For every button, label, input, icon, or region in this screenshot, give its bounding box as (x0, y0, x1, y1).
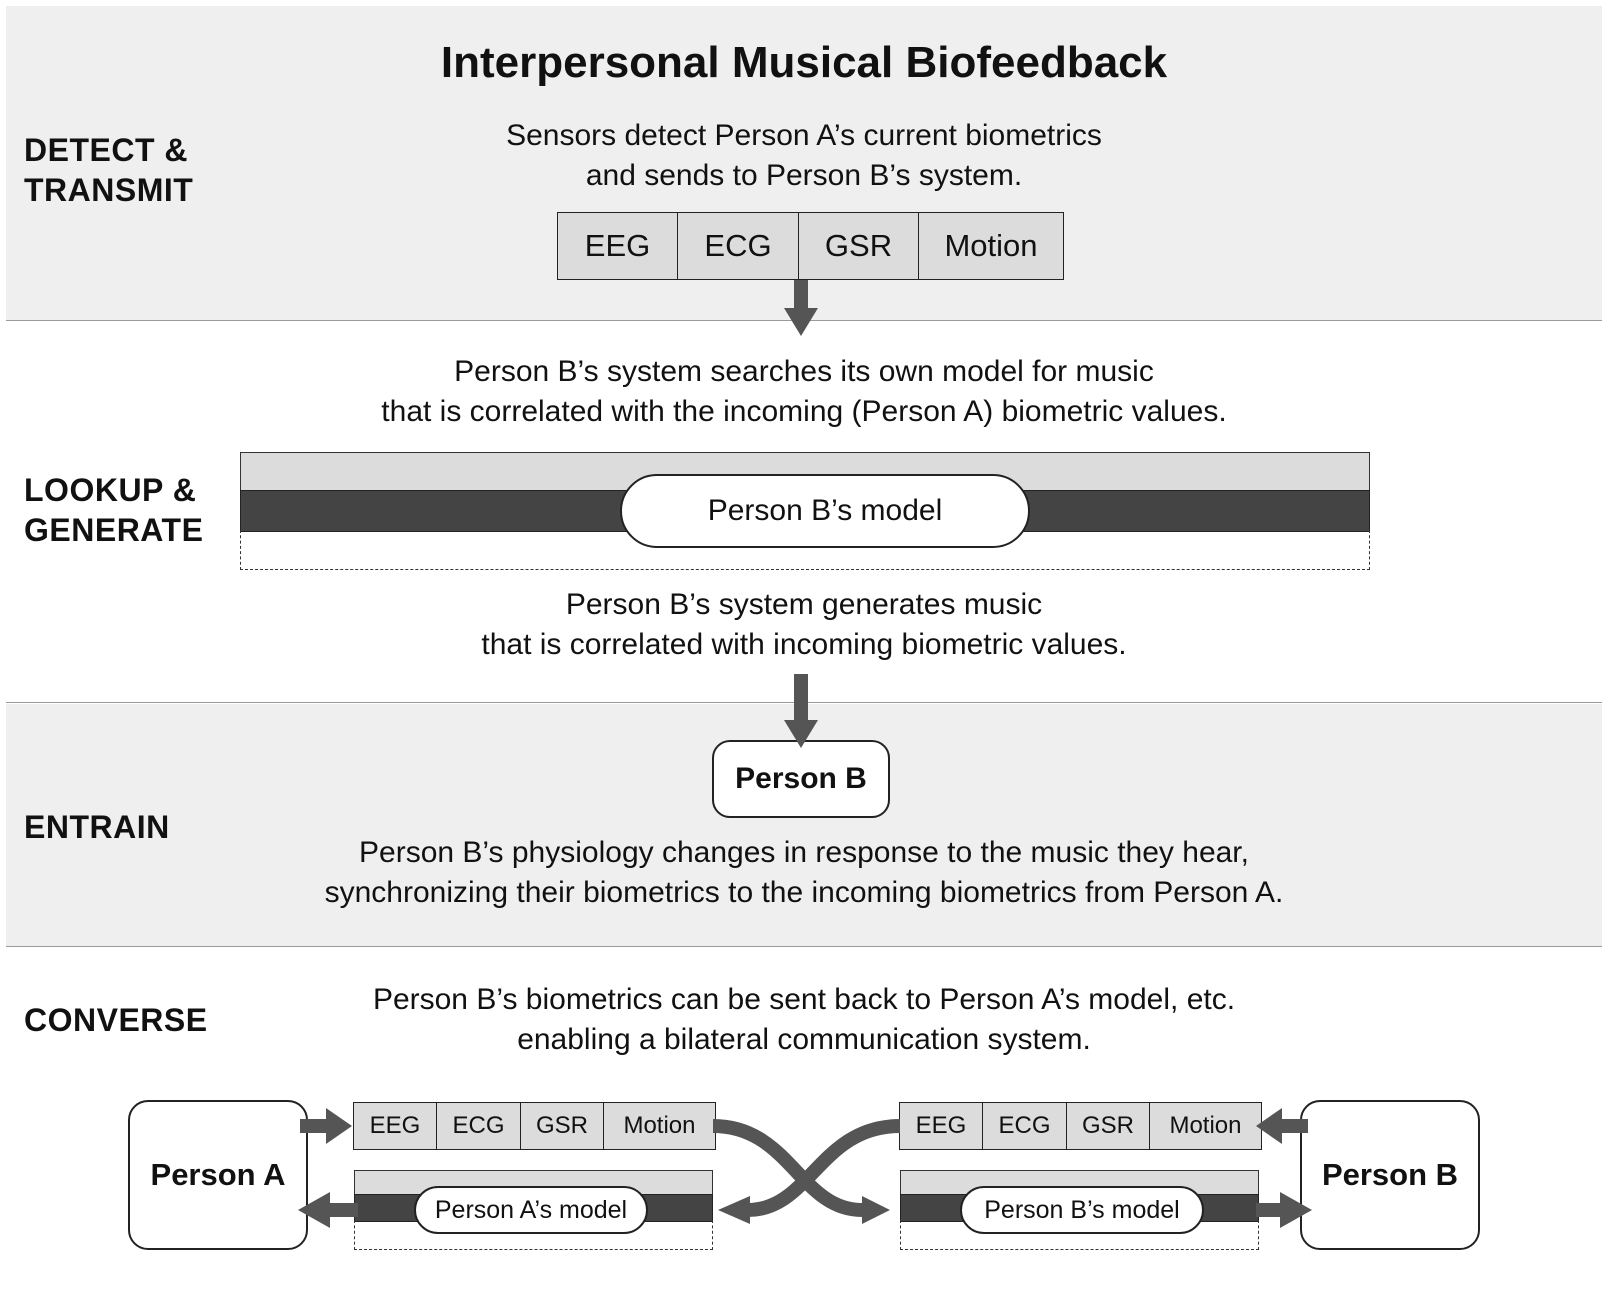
sensor-gsr: GSR (797, 212, 920, 280)
sensor-ecg: ECG (982, 1102, 1067, 1150)
sensor-strip-b: EEG ECG GSR Motion (898, 1102, 1262, 1150)
stage-label-line: DETECT & (24, 132, 188, 168)
person-b-node: Person B (712, 740, 890, 818)
diagram-title: Interpersonal Musical Biofeedback (440, 38, 1168, 87)
desc-line: Person B’s biometrics can be sent back t… (372, 983, 1236, 1016)
person-a-box: Person A (128, 1100, 308, 1250)
stage-label-line: LOOKUP & (24, 472, 197, 508)
stage-label-lookup: LOOKUP & GENERATE (24, 470, 203, 550)
stage-label-detect: DETECT & TRANSMIT (24, 130, 193, 210)
arrow-generate-shaft (794, 674, 808, 722)
arrow-model-a-to-person-shaft (328, 1203, 358, 1217)
stage-label-converse: CONVERSE (24, 1002, 208, 1038)
arrow-b-to-sensors-head (1256, 1108, 1282, 1144)
person-b-box: Person B (1300, 1100, 1480, 1250)
converse-description: Person B’s biometrics can be sent back t… (250, 980, 1358, 1060)
sensor-motion: Motion (918, 212, 1064, 280)
sensor-motion: Motion (1149, 1102, 1262, 1150)
sensor-ecg: ECG (436, 1102, 521, 1150)
stage-label-entrain: ENTRAIN (24, 809, 170, 845)
entrain-description: Person B’s physiology changes in respons… (200, 833, 1408, 913)
desc-line: Sensors detect Person A’s current biomet… (506, 119, 1102, 152)
desc-line: Person B’s physiology changes in respons… (359, 836, 1249, 869)
sensor-gsr: GSR (519, 1102, 605, 1150)
arrow-model-b-to-person-head (1280, 1192, 1312, 1228)
sensor-eeg: EEG (898, 1102, 984, 1150)
desc-line: Person B’s system generates music (565, 588, 1043, 621)
stage-label-line: GENERATE (24, 512, 204, 548)
desc-line: synchronizing their biometrics to the in… (324, 876, 1284, 909)
arrow-detect-shaft (794, 280, 808, 310)
sensor-gsr: GSR (1065, 1102, 1151, 1150)
detect-description: Sensors detect Person A’s current biomet… (300, 116, 1308, 196)
person-b-model: Person B’s model (620, 474, 1030, 548)
generate-description: Person B’s system generates music that i… (300, 585, 1308, 665)
arrow-detect-head (784, 308, 818, 336)
cross-arrow-b-to-a (747, 1119, 901, 1217)
sensor-eeg: EEG (556, 212, 679, 280)
stage-label-line: TRANSMIT (24, 172, 194, 208)
sensor-eeg: EEG (352, 1102, 438, 1150)
sensor-ecg: ECG (677, 212, 799, 280)
arrow-model-b-to-person-shaft (1256, 1203, 1282, 1217)
person-b-model-small: Person B’s model (960, 1186, 1204, 1234)
sensor-motion: Motion (603, 1102, 716, 1150)
desc-line: enabling a bilateral communication syste… (517, 1023, 1091, 1056)
cross-arrow-a-to-b-head (862, 1196, 890, 1224)
desc-line: and sends to Person B’s system. (585, 159, 1023, 192)
desc-line: that is correlated with incoming biometr… (481, 628, 1127, 661)
desc-line: that is correlated with the incoming (Pe… (381, 395, 1227, 428)
arrow-generate-head (784, 720, 818, 748)
sensor-strip: EEG ECG GSR Motion (556, 212, 1064, 280)
person-a-model: Person A’s model (414, 1186, 648, 1234)
cross-arrow-b-to-a-head (718, 1196, 750, 1224)
cross-arrow-a-to-b (712, 1119, 863, 1217)
arrow-a-to-sensors-head (326, 1108, 352, 1144)
sensor-strip-a: EEG ECG GSR Motion (352, 1102, 716, 1150)
arrow-a-to-sensors-shaft (300, 1119, 328, 1133)
arrow-b-to-sensors-shaft (1280, 1119, 1308, 1133)
desc-line: Person B’s system searches its own model… (454, 355, 1154, 388)
lookup-description: Person B’s system searches its own model… (200, 352, 1408, 432)
arrow-model-a-to-person-head (298, 1192, 330, 1228)
